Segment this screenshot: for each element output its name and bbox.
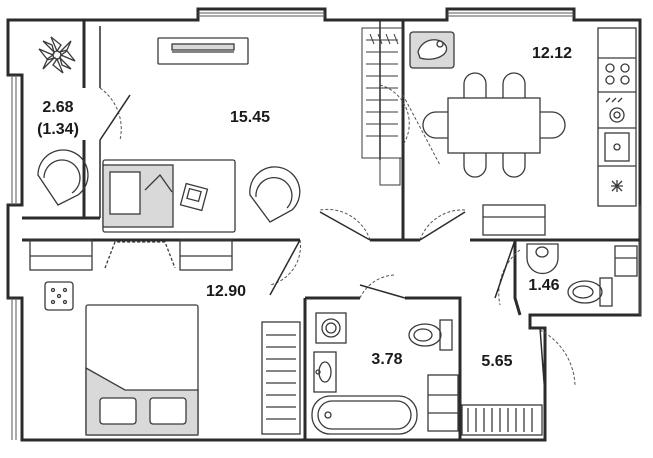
exterior-walls: [6, 7, 642, 442]
hangers-icon: [366, 33, 399, 137]
door-wc: [498, 249, 521, 306]
sink-icon: [598, 127, 636, 167]
hallway-furniture: [427, 374, 543, 436]
balcony-reduced-area-label: (1.34): [37, 121, 79, 138]
balcony-armchair-icon: [37, 149, 89, 206]
kitchen-area-label: 12.12: [531, 45, 573, 62]
bathtub-icon: [311, 395, 418, 435]
hallway-shoe-rack: [461, 404, 543, 436]
wardrobe-living: [361, 27, 403, 186]
wc-toilet-icon: [567, 277, 613, 307]
interior-walls: [22, 20, 640, 440]
windows: [11, 12, 641, 440]
wc-cabinet: [614, 245, 638, 277]
wc-area-label: 1.46: [528, 277, 560, 294]
kitchen-counter: [597, 27, 637, 207]
bedroom-area-label: 12.90: [205, 283, 247, 300]
balcony-area-label: 2.68: [42, 99, 74, 116]
doors: [99, 84, 576, 396]
door-balcony: [99, 87, 122, 141]
door-bathroom: [359, 274, 396, 299]
wc-fixtures: [526, 243, 638, 307]
dining-chairs-icon: [422, 72, 566, 178]
living-armchair-icon: [249, 166, 301, 223]
bed-icon: [85, 304, 199, 436]
hallway-area-label: 5.65: [481, 353, 513, 370]
bedroom-dresser: [179, 239, 233, 271]
kitchen-lower-counter: [482, 204, 546, 236]
pet-bed-icon: [409, 31, 455, 69]
plant-icon: [38, 36, 76, 74]
bedroom-wardrobe: [261, 321, 301, 435]
bedroom-shelf: [29, 239, 93, 271]
wc-sink-icon: [526, 243, 559, 275]
kitchen-swing-guide: [402, 94, 441, 166]
living-room-area-label: 15.45: [229, 109, 271, 126]
fridge-icon: [611, 180, 623, 192]
wall-bathroom-top-right: [405, 296, 462, 440]
hallway-cabinet: [427, 374, 459, 432]
bathroom-toilet-icon: [408, 319, 453, 351]
outer-wall-outline: [6, 7, 642, 442]
stove-icon: [598, 57, 636, 93]
tv-icon: [157, 37, 249, 65]
living-room-furniture: [102, 37, 301, 233]
door-entrance: [539, 329, 576, 386]
washing-machine-icon: [315, 312, 347, 344]
bathroom-sink-icon: [313, 351, 337, 393]
bathroom-fixtures: [311, 312, 453, 435]
dining-table-icon: [447, 97, 541, 154]
door-living: [319, 208, 371, 241]
bathroom-area-label: 3.78: [371, 351, 403, 368]
bedroom-plant-icon: [44, 281, 74, 311]
balcony-furniture: [37, 36, 89, 206]
wall-wc-left: [513, 240, 522, 316]
oven-icon: [605, 97, 625, 123]
bedroom-furniture: [29, 239, 301, 436]
desk-icon: [102, 159, 236, 233]
door-kitchen: [419, 209, 466, 241]
door-kitchen-swing: [379, 84, 410, 146]
kitchen-furniture: [409, 27, 637, 236]
